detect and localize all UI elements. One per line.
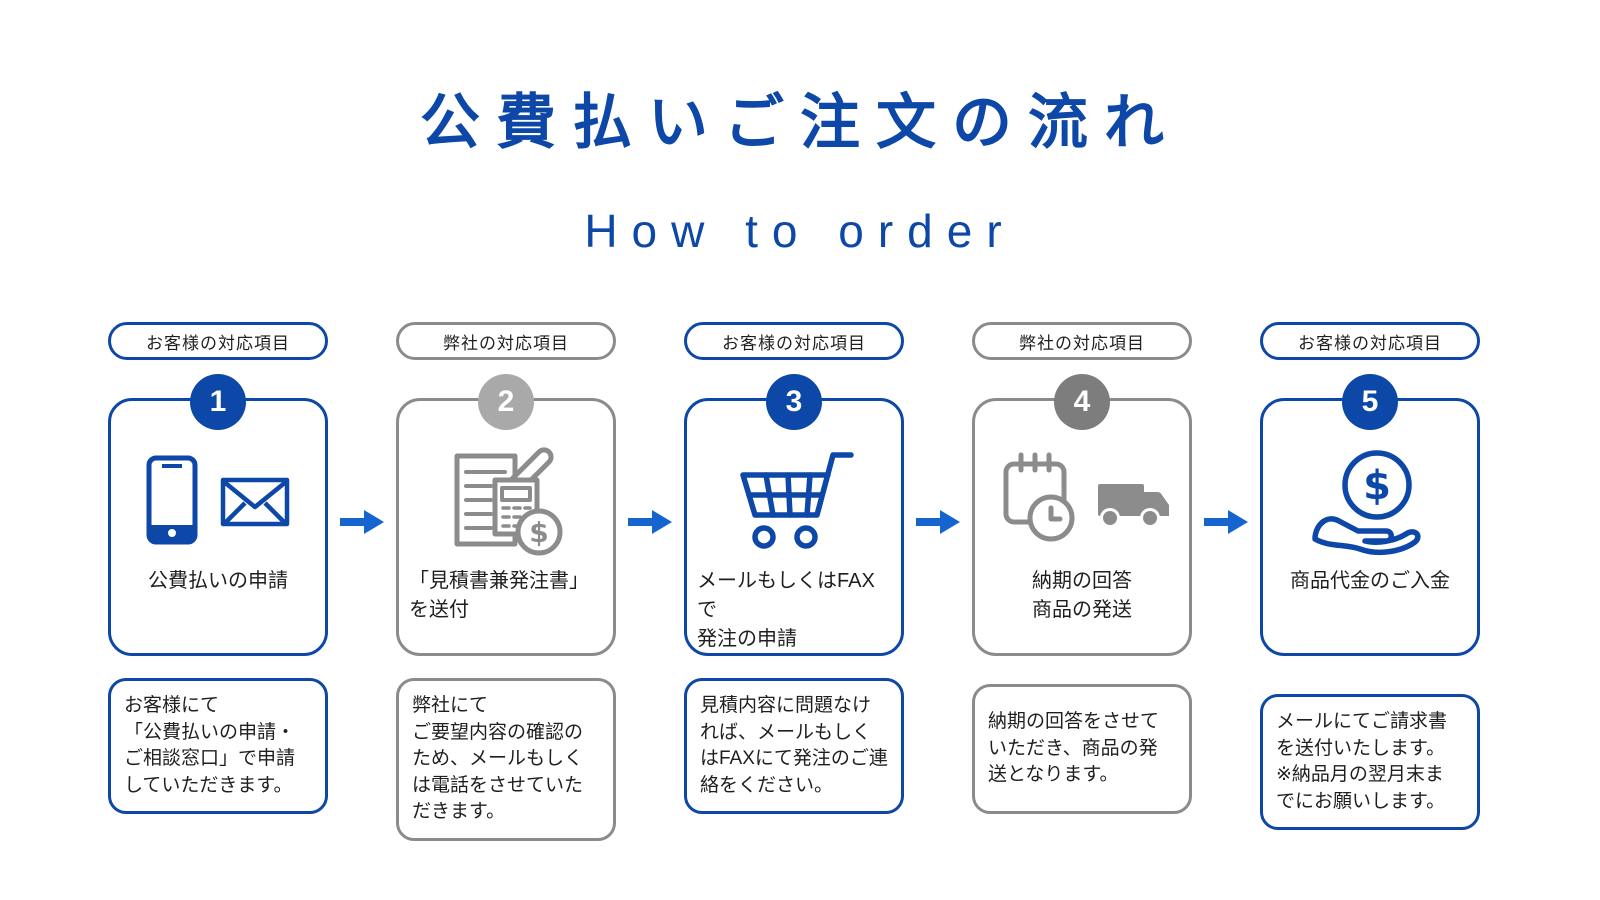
step-description: お客様にて 「公費払いの申請・ ご相談窓口」で申請 していただきます。 [108, 678, 328, 815]
svg-text:$: $ [1363, 463, 1391, 509]
arrow-right-icon [338, 505, 386, 539]
step-card: 1 公費払いの申請 [108, 374, 328, 656]
step-number: 4 [1054, 374, 1110, 430]
page-title: 公費払いご注文の流れ [420, 89, 1180, 156]
step-number: 2 [478, 374, 534, 430]
smartphone-icon [146, 455, 290, 545]
step-caption: 「見積書兼発注書」 を送付 [409, 570, 589, 621]
step-description: 見積内容に問題なけ れば、メールもしく はFAXにて発注のご連 絡をください。 [684, 678, 904, 815]
arrow-right-icon [626, 505, 674, 539]
step-badge: 弊社の対応項目 [396, 322, 616, 360]
open-hand-icon [1312, 516, 1421, 555]
step-caption: メールもしくはFAXで 発注の申請 [697, 570, 875, 650]
step-badge: お客様の対応項目 [108, 322, 328, 360]
page-subtitle: How to order [584, 205, 1016, 257]
dollar-coin-icon [515, 508, 563, 556]
step-3: お客様の対応項目 3 メールもしくはFAXで 発注の申請 [684, 322, 904, 815]
delivery-truck-icon [1098, 484, 1169, 528]
step-caption: 公費払いの申請 [148, 570, 288, 592]
calendar-clock-icon [1003, 452, 1169, 542]
step-description: 弊社にて ご要望内容の確認の ため、メールもしく は電話をさせていた だきます。 [396, 678, 616, 841]
step-badge: お客様の対応項目 [1260, 322, 1480, 360]
step-caption: 納期の回答 商品の発送 [1032, 570, 1132, 621]
step-number: 1 [190, 374, 246, 430]
step-number: 5 [1342, 374, 1398, 430]
step-card: 4 [972, 374, 1192, 656]
step-description: 納期の回答をさせて いただき、商品の発 送となります。 [972, 684, 1192, 814]
arrow-right-icon [1202, 505, 1250, 539]
step-description: メールにてご請求書 を送付いたします。 ※納品月の翌月末ま でにお願いします。 [1260, 694, 1480, 831]
step-badge: 弊社の対応項目 [972, 322, 1192, 360]
arrow-right-icon [914, 505, 962, 539]
step-5: お客様の対応項目 5 $ 商品代金のご入金 メールにてご請求書 を送付いたします… [1260, 322, 1480, 831]
svg-text:$: $ [529, 516, 548, 549]
step-card: 5 $ 商品代金のご入金 [1260, 374, 1480, 656]
step-card: 2 [396, 374, 616, 656]
step-1: お客様の対応項目 1 公費払いの申請 お客様にて [108, 322, 328, 815]
envelope-icon [220, 477, 290, 527]
step-number: 3 [766, 374, 822, 430]
step-card: 3 メールもしくはFAXで 発注の申請 [684, 374, 904, 656]
hand-coin-icon: $ [1312, 450, 1421, 555]
estimate-document-calculator-icon: $ [454, 447, 563, 556]
step-4: 弊社の対応項目 4 [972, 322, 1192, 814]
step-caption: 商品代金のご入金 [1290, 570, 1450, 592]
shopping-cart-icon [740, 452, 854, 549]
step-badge: お客様の対応項目 [684, 322, 904, 360]
step-2: 弊社の対応項目 2 [396, 322, 616, 841]
